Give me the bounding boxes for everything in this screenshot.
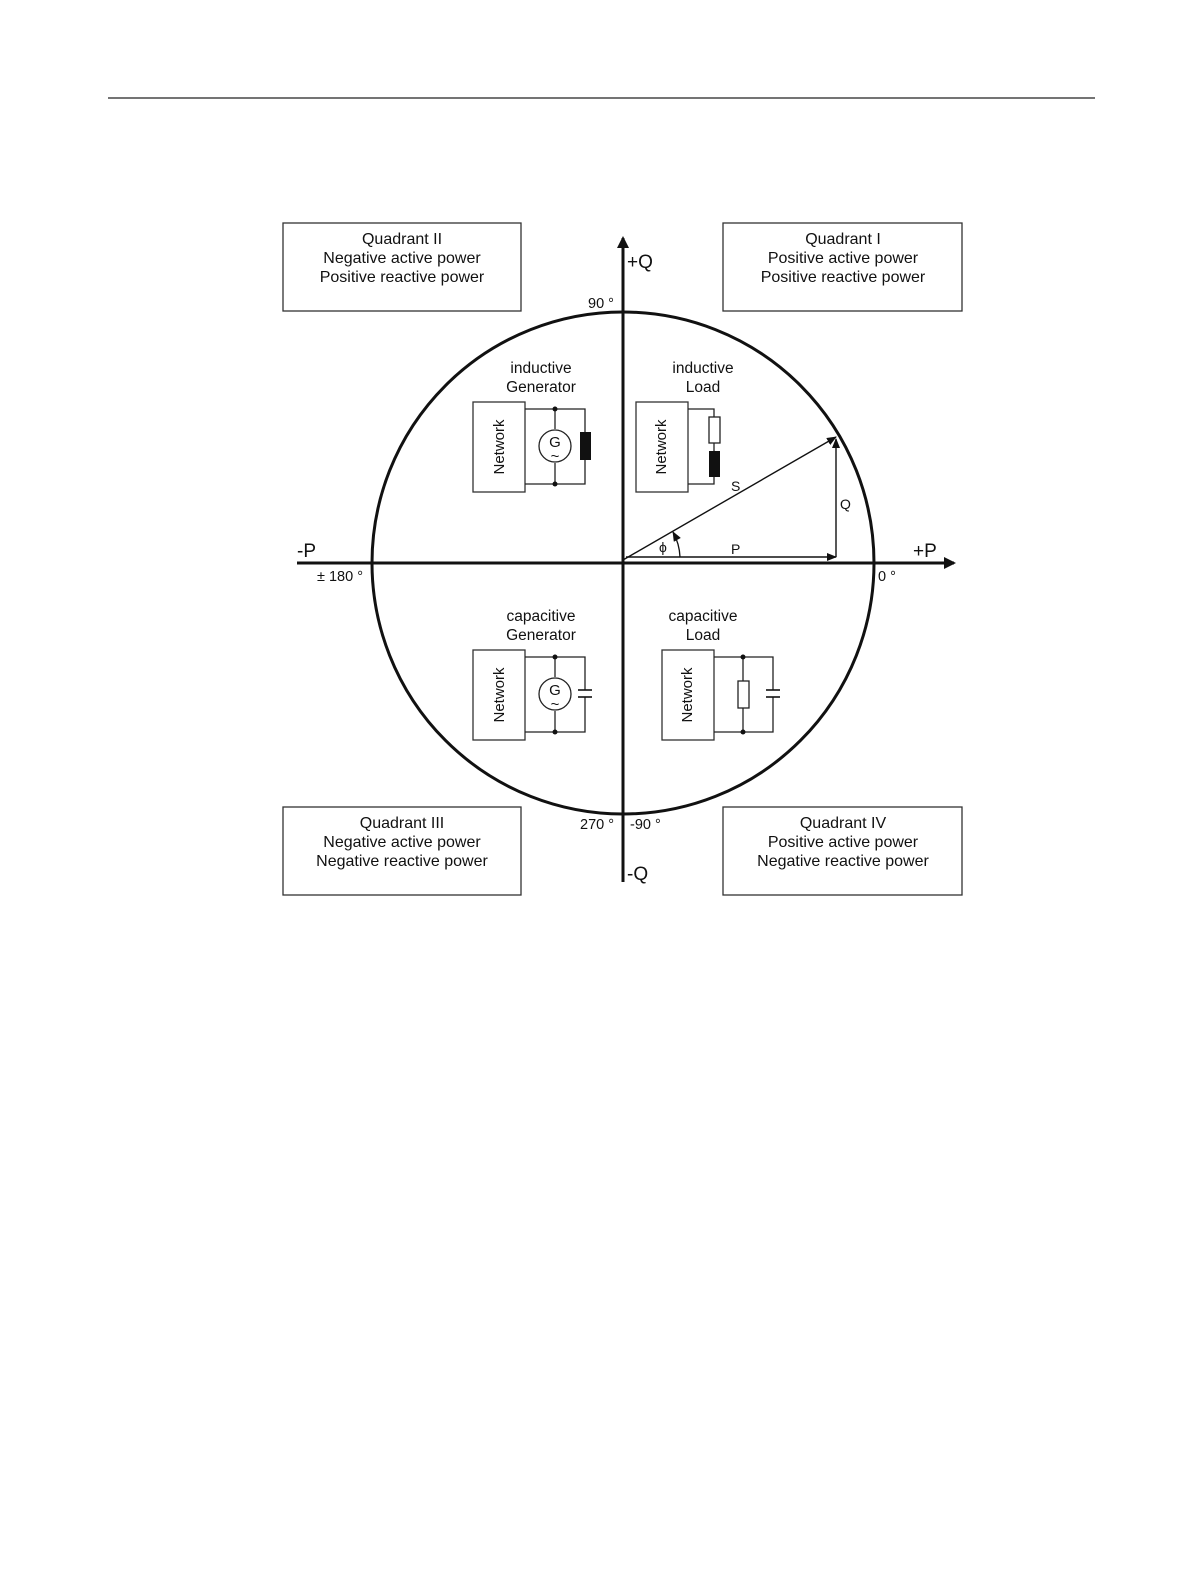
cap-gen-label-2: Generator — [506, 627, 576, 644]
quadrant-3-reactive: Negative reactive power — [316, 853, 488, 870]
inductor-icon — [709, 451, 720, 477]
angle-label-180: ± 180 ° — [317, 569, 363, 585]
angle-label-minus-90: -90 ° — [630, 817, 661, 833]
quadrant-box-1: Quadrant I Positive active power Positiv… — [722, 222, 963, 312]
vector-label-s: S — [731, 478, 740, 494]
quadrant-3-title: Quadrant III — [360, 815, 445, 832]
cap-load-label-2: Load — [686, 627, 720, 644]
cap-gen-label-1: capacitive — [507, 608, 576, 625]
angle-label-phi: ϕ — [659, 539, 667, 555]
circuit-capacitive-load: Network — [661, 649, 780, 741]
phi-arc — [672, 531, 681, 558]
tilde-label: ~ — [551, 696, 560, 713]
vector-label-p: P — [731, 541, 740, 557]
ind-gen-label-1: inductive — [510, 360, 571, 377]
resistor-icon — [737, 680, 750, 709]
angle-label-0: 0 ° — [878, 569, 896, 585]
quadrant-1-reactive: Positive reactive power — [761, 269, 926, 286]
quadrant-box-3: Quadrant III Negative active power Negat… — [282, 806, 522, 896]
quadrant-box-2: Quadrant II Negative active power Positi… — [282, 222, 522, 312]
network-label: Network — [653, 419, 670, 475]
tilde-label: ~ — [551, 448, 560, 465]
axis-label-neg-p: -P — [297, 541, 316, 562]
generator-icon — [538, 677, 572, 711]
quadrant-2-reactive: Positive reactive power — [320, 269, 485, 286]
generator-icon — [538, 429, 572, 463]
vector-label-q: Q — [840, 496, 851, 512]
quadrant-4-title: Quadrant IV — [800, 815, 887, 832]
quadrant-1-active: Positive active power — [768, 250, 919, 267]
quadrant-3-active: Negative active power — [323, 834, 481, 851]
quadrant-2-active: Negative active power — [323, 250, 481, 267]
circuit-capacitive-generator: Network G ~ — [472, 649, 592, 741]
network-label: Network — [491, 667, 508, 723]
quadrant-4-active: Positive active power — [768, 834, 919, 851]
quadrant-4-reactive: Negative reactive power — [757, 853, 929, 870]
quadrant-2-title: Quadrant II — [362, 231, 442, 248]
resistor-icon — [708, 416, 721, 444]
cap-load-label-1: capacitive — [669, 608, 738, 625]
circuit-inductive-generator: Network G ~ — [472, 401, 591, 493]
ind-gen-label-2: Generator — [506, 379, 576, 396]
angle-label-90: 90 ° — [588, 296, 614, 312]
ind-load-label-1: inductive — [672, 360, 733, 377]
inductor-icon — [580, 432, 591, 460]
angle-label-270: 270 ° — [580, 817, 614, 833]
ind-load-label-2: Load — [686, 379, 720, 396]
generator-label: G — [549, 682, 561, 699]
axis-label-neg-q: -Q — [627, 864, 648, 885]
quadrant-box-4: Quadrant IV Positive active power Negati… — [722, 806, 963, 896]
generator-label: G — [549, 434, 561, 451]
quadrant-1-title: Quadrant I — [805, 231, 881, 248]
axis-label-pos-p: +P — [913, 541, 937, 562]
capacitor-icon — [766, 689, 780, 698]
network-label: Network — [679, 667, 696, 723]
power-triangle: S Q P ϕ — [622, 436, 851, 561]
axis-label-pos-q: +Q — [627, 252, 653, 273]
network-label: Network — [491, 419, 508, 475]
circuit-inductive-load: Network — [635, 401, 721, 493]
vector-s — [622, 436, 837, 561]
capacitor-icon — [578, 689, 592, 698]
